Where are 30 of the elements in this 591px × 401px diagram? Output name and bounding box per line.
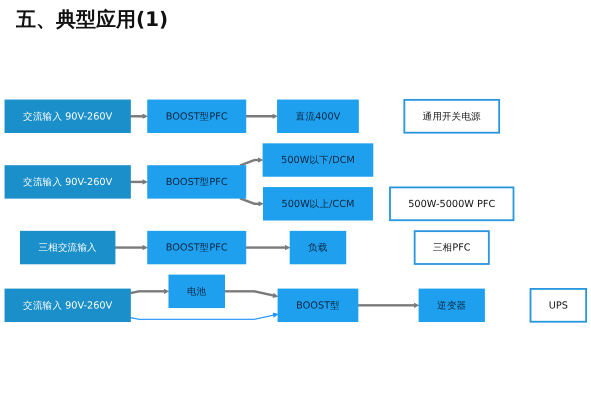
arrow — [246, 113, 278, 119]
arrow — [130, 312, 278, 320]
arrow — [130, 113, 148, 119]
node-box: 直流400V — [277, 99, 359, 133]
node-box: 通用开关电源 — [403, 98, 500, 134]
arrow — [358, 302, 420, 308]
node-box: BOOST型PFC — [147, 99, 246, 133]
node-box: 负载 — [290, 230, 346, 264]
node-box: 三相交流输入 — [20, 230, 116, 264]
node-box: 交流输入 90V-260V — [4, 99, 131, 133]
node-box: BOOST型 — [278, 288, 358, 322]
node-box: 500W以下/DCM — [262, 143, 374, 176]
node-box: UPS — [530, 288, 588, 322]
node-box: 三相PFC — [414, 230, 490, 265]
arrow — [115, 244, 148, 250]
node-box: 500W以上/CCM — [262, 186, 373, 220]
arrow — [130, 288, 169, 294]
node-box: 电池 — [168, 274, 225, 308]
node-box: BOOST型PFC — [147, 230, 246, 264]
arrow — [240, 196, 264, 206]
node-box: 500W-5000W PFC — [389, 186, 514, 221]
node-box: 逆变器 — [418, 288, 485, 322]
arrow — [240, 157, 264, 166]
node-box: 交流输入 90V-260V — [4, 288, 131, 322]
node-box: BOOST型PFC — [147, 164, 246, 198]
arrow — [246, 244, 290, 250]
node-box: 交流输入 90V-260V — [4, 164, 131, 198]
title: 五、典型应用(1) — [16, 6, 170, 33]
arrow — [224, 290, 278, 298]
arrow — [130, 178, 148, 184]
